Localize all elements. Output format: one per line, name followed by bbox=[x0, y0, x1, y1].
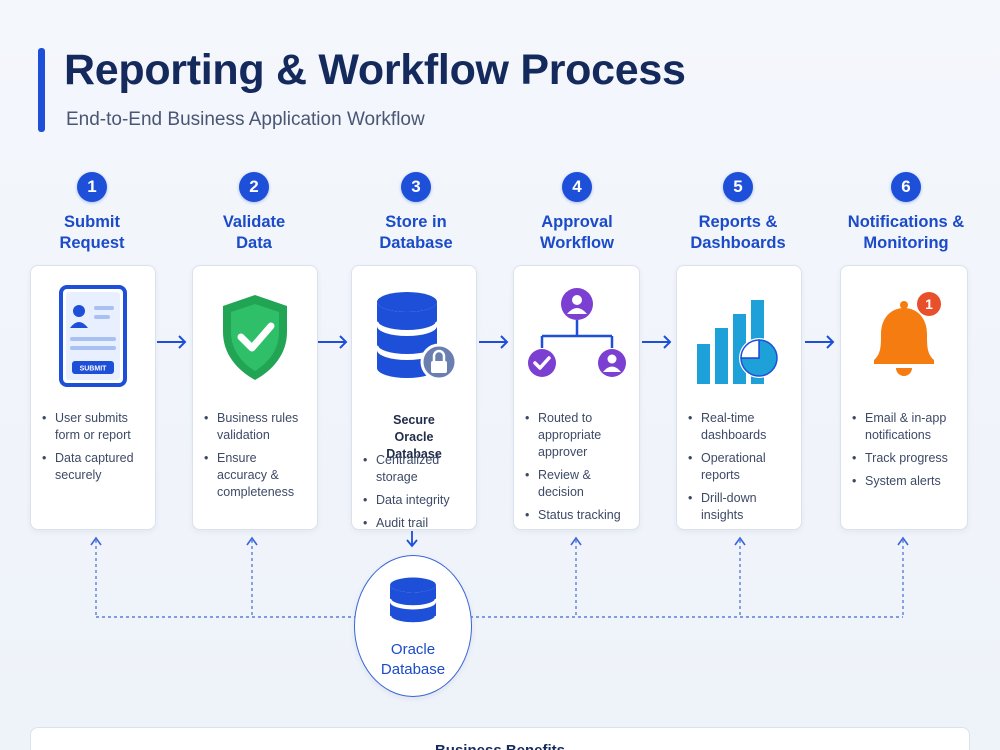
step-title-line2: Dashboards bbox=[690, 234, 786, 252]
arrow-right-icon bbox=[642, 335, 672, 349]
bullet-item: Review & decision bbox=[524, 467, 631, 501]
step-title: Notifications & Monitoring bbox=[831, 212, 981, 254]
bullet-item: Drill-down insights bbox=[687, 490, 793, 524]
bullet-item: Operational reports bbox=[687, 450, 793, 484]
page-subtitle: End-to-End Business Application Workflow bbox=[66, 109, 425, 130]
step-5-header: 5 Reports & Dashboards bbox=[663, 172, 813, 254]
step-title-line1: Submit bbox=[64, 213, 120, 231]
step-number-badge: 1 bbox=[77, 172, 107, 202]
step-1-bullets: User submits form or report Data capture… bbox=[41, 410, 147, 490]
step-title-line2: Data bbox=[236, 234, 272, 252]
bullet-item: Data integrity bbox=[362, 492, 468, 509]
bullet-item: Centralized storage bbox=[362, 452, 468, 486]
step-4-bullets: Routed to appropriate approver Review & … bbox=[524, 410, 631, 530]
bullet-item: Real-time dashboards bbox=[687, 410, 793, 444]
bullet-item: Business rules validation bbox=[203, 410, 309, 444]
bullet-item: Ensure accuracy & completeness bbox=[203, 450, 309, 501]
step-5-card: Real-time dashboards Operational reports… bbox=[676, 265, 802, 530]
approval-hierarchy-icon bbox=[514, 284, 639, 394]
step-5-bullets: Real-time dashboards Operational reports… bbox=[687, 410, 793, 530]
step-title-line2: Workflow bbox=[540, 234, 614, 252]
secure-database-icon bbox=[352, 284, 476, 394]
step-title-line1: Validate bbox=[222, 213, 286, 231]
step-number-badge: 2 bbox=[239, 172, 269, 202]
business-benefits-panel: Business Benefits bbox=[30, 727, 970, 750]
db-label-line1: Oracle bbox=[390, 641, 436, 658]
bullet-item: Audit trail bbox=[362, 515, 468, 532]
step-3-card: Secure Oracle Database Centralized stora… bbox=[351, 265, 477, 532]
notification-count-badge: 1 bbox=[925, 296, 933, 312]
arrow-right-icon bbox=[805, 335, 835, 349]
arrow-right-icon bbox=[157, 335, 187, 349]
step-2-card: Business rules validation Ensure accurac… bbox=[192, 265, 318, 530]
bullet-item: Status tracking bbox=[524, 507, 631, 524]
bullet-item: Routed to appropriate approver bbox=[524, 410, 631, 461]
step-title-line1: Reports & bbox=[698, 213, 778, 231]
database-icon bbox=[388, 577, 438, 625]
step-title: Store in Database bbox=[341, 212, 491, 254]
step-title-line2: Monitoring bbox=[863, 234, 949, 252]
shield-check-icon bbox=[193, 284, 317, 394]
bullet-item: User submits form or report bbox=[41, 410, 147, 444]
business-benefits-title: Business Benefits bbox=[31, 742, 969, 750]
step-3-bullets: Centralized storage Data integrity Audit… bbox=[362, 452, 468, 538]
bell-icon: 1 bbox=[841, 284, 967, 394]
step-title: Reports & Dashboards bbox=[663, 212, 813, 254]
title-accent-bar bbox=[38, 48, 45, 132]
arrow-right-icon bbox=[479, 335, 509, 349]
step-number-badge: 6 bbox=[891, 172, 921, 202]
bullet-item: Track progress bbox=[851, 450, 959, 467]
bullet-item: Email & in-app notifications bbox=[851, 410, 959, 444]
step-4-card: Routed to appropriate approver Review & … bbox=[513, 265, 640, 530]
step-title-line2: Request bbox=[59, 234, 125, 252]
step-number-badge: 5 bbox=[723, 172, 753, 202]
step-number-badge: 4 bbox=[562, 172, 592, 202]
step-1-card: SUBMIT User submits form or report Data … bbox=[30, 265, 156, 530]
step-number-badge: 3 bbox=[401, 172, 431, 202]
step-6-card: 1 Email & in-app notifications Track pro… bbox=[840, 265, 968, 530]
bar-chart-icon bbox=[677, 284, 801, 394]
step-title-line1: Approval bbox=[541, 213, 613, 231]
bullet-item: System alerts bbox=[851, 473, 959, 490]
submit-button-label: SUBMIT bbox=[80, 366, 108, 373]
step-3-header: 3 Store in Database bbox=[341, 172, 491, 254]
db-label-line2: Database bbox=[380, 661, 446, 678]
form-submit-icon: SUBMIT bbox=[31, 284, 155, 394]
step-2-bullets: Business rules validation Ensure accurac… bbox=[203, 410, 309, 507]
page-title: Reporting & Workflow Process bbox=[64, 46, 686, 94]
step-title-line1: Notifications & bbox=[847, 213, 965, 231]
step-6-header: 6 Notifications & Monitoring bbox=[831, 172, 981, 254]
step-6-bullets: Email & in-app notifications Track progr… bbox=[851, 410, 959, 496]
arrow-right-icon bbox=[318, 335, 348, 349]
bullet-item: Data captured securely bbox=[41, 450, 147, 484]
step-title-line1: Store in bbox=[385, 213, 447, 231]
step-title-line2: Database bbox=[379, 234, 453, 252]
